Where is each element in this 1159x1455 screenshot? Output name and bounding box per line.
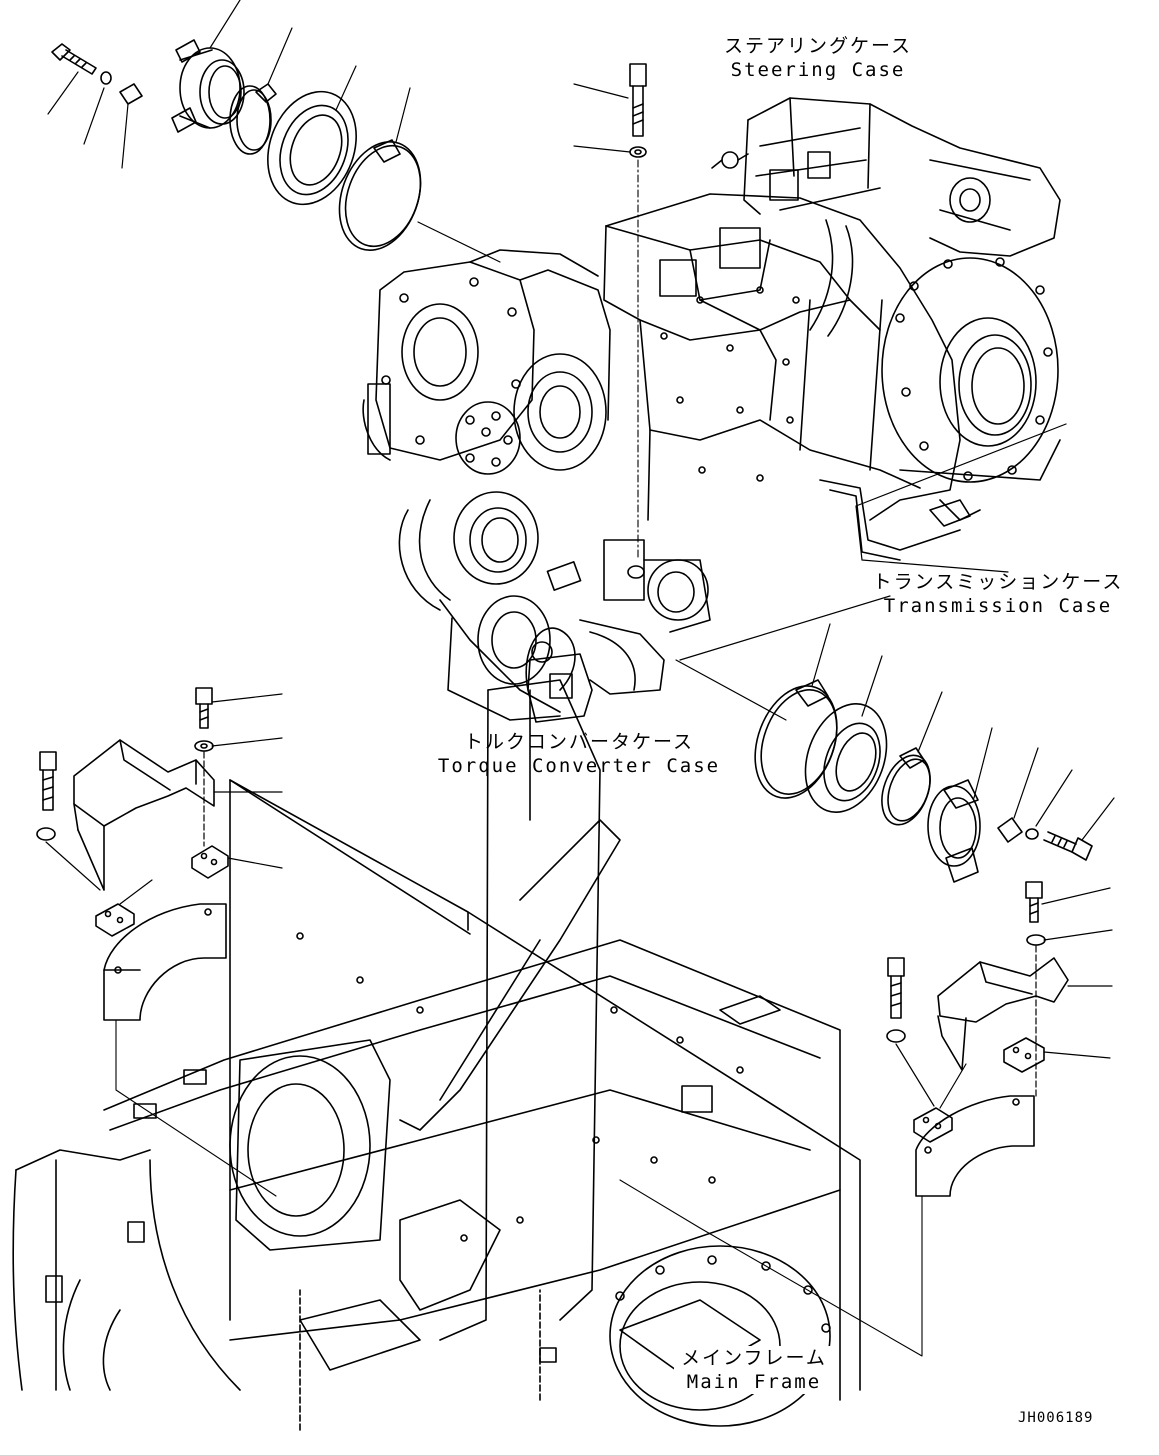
label-main-frame-en: Main Frame (686, 1371, 822, 1393)
long-bolt-right (886, 957, 906, 1043)
mount-half-ring-left (103, 903, 227, 1021)
clip-right-upper (1003, 1037, 1045, 1073)
label-main-frame-ja: メインフレーム (681, 1347, 827, 1369)
label-transmission-case-ja: トランスミッションケース (872, 571, 1124, 593)
label-torque-converter-case-ja: トルクコンバータケース (463, 731, 695, 753)
seal-ring-right (804, 702, 888, 814)
leader-lines-top-left (47, 0, 501, 263)
input-housing-left (362, 249, 611, 471)
label-steering-case-en: Steering Case (730, 59, 906, 81)
label-transmission-case: トランスミッションケース Transmission Case (866, 570, 1130, 618)
label-main-frame: メインフレーム Main Frame (674, 1346, 834, 1394)
small-clamp-top-left (229, 83, 277, 155)
bracket-housing-right (927, 779, 981, 883)
bolt-top-left (51, 43, 97, 75)
plate-right (997, 817, 1023, 843)
mount-half-ring-right (915, 1095, 1035, 1197)
leader-lines-right (811, 623, 1115, 841)
long-bolt-left (36, 751, 57, 841)
right-bracket-group (619, 881, 1113, 1357)
cover-bracket-right (937, 957, 1069, 1071)
pipes (819, 479, 971, 561)
case-leader-lines (675, 423, 1067, 721)
washer-top-left (100, 71, 112, 85)
large-clamp-right (754, 679, 838, 799)
bolt-left-mid (194, 687, 214, 752)
label-torque-converter-case: トルクコンバータケース Torque Converter Case (436, 730, 722, 778)
large-clamp-top-left (338, 139, 422, 252)
middle-right-exploded-parts (754, 623, 1115, 883)
output-housing-right (869, 257, 1061, 521)
label-steering-case-ja: ステアリングケース (723, 35, 913, 57)
top-left-exploded-parts (47, 0, 501, 263)
plate-top-left (119, 83, 143, 105)
label-torque-converter-case-en: Torque Converter Case (437, 755, 721, 777)
steering-case-block (711, 97, 1061, 257)
washer-right (1025, 828, 1039, 840)
transmission-assembly (362, 97, 1067, 723)
label-steering-case: ステアリングケース Steering Case (718, 34, 918, 82)
label-transmission-case-en: Transmission Case (883, 595, 1113, 617)
left-bracket-group (36, 687, 283, 1197)
seal-ring-top-left (267, 90, 357, 206)
main-frame (12, 627, 861, 1431)
coupling-left (455, 401, 521, 475)
clip-left-upper (191, 845, 229, 879)
bracket-housing-top-left (171, 39, 245, 133)
bolt-right-mid (1025, 881, 1046, 946)
leader-lines-right-group (619, 887, 1113, 1357)
cover-bracket-left (73, 739, 215, 891)
bolt-right (1043, 831, 1093, 861)
torque-converter-case-body (398, 491, 711, 723)
bolt-top-center (573, 63, 647, 561)
clip-right-lower (913, 1107, 953, 1143)
clip-left-lower (95, 903, 135, 937)
transmission-case-body (603, 193, 961, 521)
small-clamp-right (881, 747, 931, 826)
drawing-code: JH006189 (1018, 1410, 1094, 1426)
